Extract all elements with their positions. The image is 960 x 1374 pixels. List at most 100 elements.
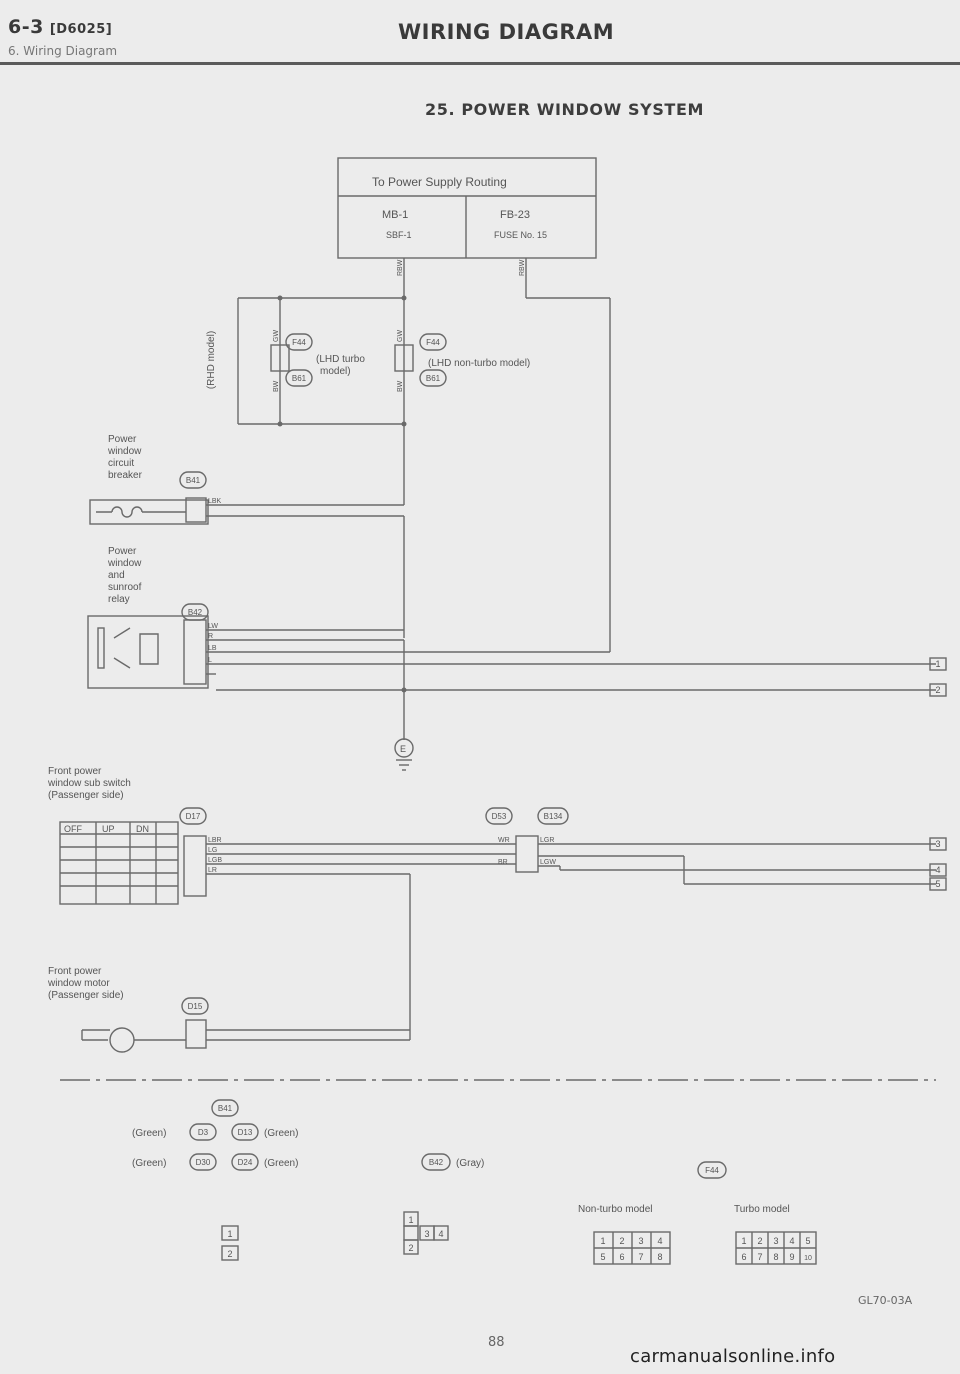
t-pin-1: 1 [741,1236,746,1246]
legend-d24: D24 [238,1158,253,1167]
wire-lw: LW [208,623,218,630]
lhd-turbo-label-2: model) [320,366,351,377]
wire-rbw-1: RBW [397,259,404,276]
wire-lr: LR [208,867,217,874]
wire-lb: LB [208,645,217,652]
sub-switch-label-2: window sub switch [47,778,131,789]
power-supply-box [337,157,597,259]
d-pin-2: 2 [227,1249,232,1259]
legend-f44: F44 [705,1166,719,1175]
relay-label-5: relay [108,594,130,605]
system-title: 25. POWER WINDOW SYSTEM [425,100,705,119]
figure-code: GL70-03A [858,1294,913,1307]
wire-br: BR [498,859,508,866]
lhd-non-turbo-label: (LHD non-turbo model) [428,358,530,369]
connector-d15: D15 [188,1002,203,1011]
page-title: WIRING DIAGRAM [398,20,615,44]
motor-label-1: Front power [48,966,102,977]
switch-header-dn: DN [136,824,149,834]
relay-label-3: and [108,570,125,581]
connector-b42: B42 [188,608,203,617]
wire-lbk: LBK [208,498,222,505]
breaker-label-4: breaker [108,470,143,481]
nt-pin-4: 4 [657,1236,662,1246]
connector-d17: D17 [186,812,201,821]
wire-bw-1: BW [273,380,280,392]
breaker-label-3: circuit [108,458,134,469]
subsection-title: 6. Wiring Diagram [8,44,118,58]
wire-lbr: LBR [208,837,222,844]
b42-pin-3: 3 [424,1229,429,1239]
power-box-title: To Power Supply Routing [372,175,507,189]
legend-green-4: (Green) [264,1158,298,1169]
nt-pin-6: 6 [619,1252,624,1262]
power-box-left-1: MB-1 [382,209,408,221]
t-pin-10: 10 [804,1255,812,1262]
connector-d53: D53 [492,812,507,821]
legend-gray: (Gray) [456,1158,484,1169]
connector-f44-b: F44 [426,338,440,347]
legend-d3: D3 [198,1128,209,1137]
nt-pin-2: 2 [619,1236,624,1246]
t-pin-6: 6 [741,1252,746,1262]
legend-b41: B41 [218,1104,233,1113]
wire-gw-2: GW [397,330,404,342]
legend-d13: D13 [238,1128,253,1137]
nt-pin-7: 7 [638,1252,643,1262]
t-pin-3: 3 [773,1236,778,1246]
connector-b61-b: B61 [426,374,441,383]
legend-green-3: (Green) [132,1158,166,1169]
offpage-1: 1 [935,659,940,669]
wire-rbw-2: RBW [519,259,526,276]
wire-gw-1: GW [273,330,280,342]
switch-header-off: OFF [64,824,82,834]
watermark: carmanualsonline.info [630,1346,836,1367]
nt-pin-3: 3 [638,1236,643,1246]
power-box-right-1: FB-23 [500,209,530,221]
section-number: 6-3[D6025] [8,16,113,38]
lhd-turbo-label-1: (LHD turbo [316,354,365,365]
t-pin-7: 7 [757,1252,762,1262]
legend-green-1: (Green) [132,1128,166,1139]
t-pin-8: 8 [773,1252,778,1262]
d-pin-1: 1 [227,1229,232,1239]
connector-b134: B134 [544,812,563,821]
legend-green-2: (Green) [264,1128,298,1139]
motor-label-2: window motor [47,978,110,989]
turbo-label: Turbo model [734,1204,790,1215]
nt-pin-5: 5 [600,1252,605,1262]
t-pin-2: 2 [757,1236,762,1246]
offpage-3: 3 [935,839,940,849]
wire-lg: LG [208,847,217,854]
sub-switch-label-3: (Passenger side) [48,790,124,801]
connector-b41: B41 [186,476,201,485]
t-pin-4: 4 [789,1236,794,1246]
offpage-4: 4 [935,865,940,875]
b42-pin-4: 4 [438,1229,443,1239]
wire-bw-2: BW [397,380,404,392]
wire-lgb: LGB [208,857,222,864]
header-rule [0,62,960,65]
offpage-2: 2 [935,685,940,695]
motor-label-3: (Passenger side) [48,990,124,1001]
relay-label-2: window [107,558,142,569]
rhd-model-label: (RHD model) [206,331,217,389]
power-box-right-2: FUSE No. 15 [494,230,547,240]
wire-l: L [208,657,212,664]
breaker-label-1: Power [108,434,137,445]
power-box-left-2: SBF-1 [386,230,412,240]
wire-r: R [208,633,213,640]
wire-lgr: LGR [540,837,554,844]
offpage-5: 5 [935,879,940,889]
b42-pin-1: 1 [408,1215,413,1225]
wire-lgw: LGW [540,859,556,866]
sub-switch-label-1: Front power [48,766,102,777]
non-turbo-label: Non-turbo model [578,1204,652,1215]
breaker-label-2: window [107,446,142,457]
legend-b42: B42 [429,1158,444,1167]
relay-label-4: sunroof [108,582,142,593]
t-pin-5: 5 [805,1236,810,1246]
nt-pin-1: 1 [600,1236,605,1246]
legend-d30: D30 [196,1158,211,1167]
switch-header-up: UP [102,824,115,834]
